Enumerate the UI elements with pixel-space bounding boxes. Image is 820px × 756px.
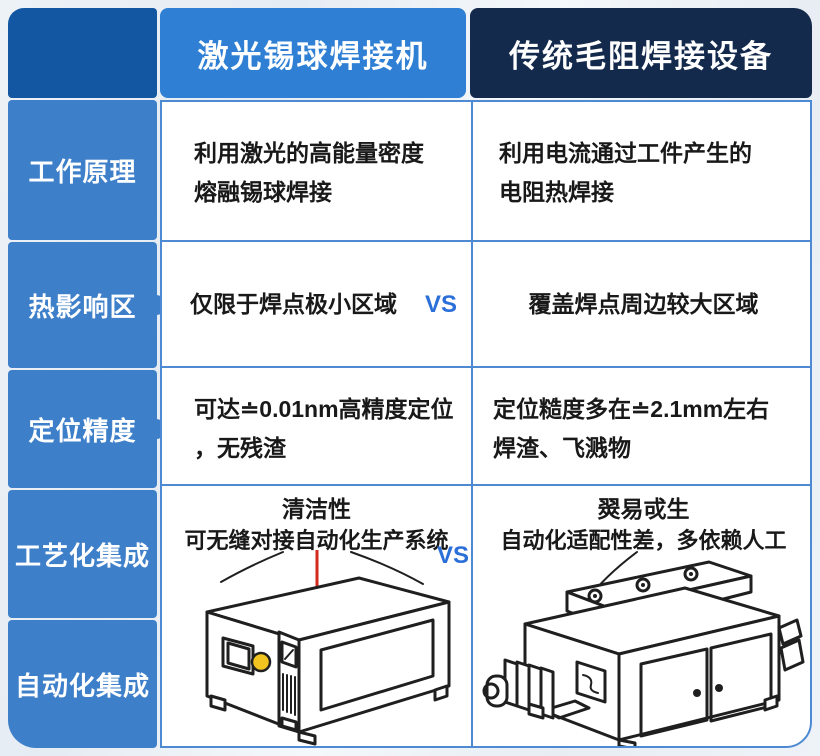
sidebar-item-heat-zone-label: 热影响区 [28, 291, 137, 322]
principle-laser-line2: 熔融锡球焊接 [194, 179, 332, 205]
heat-zone-traditional-cell: 覆盖焊点周边较大区域 [473, 242, 810, 366]
resistance-machine-illustration [482, 551, 804, 746]
heat-zone-laser-text: 仅限于焊点极小区域 [189, 290, 397, 317]
vs-badge: VS [424, 290, 457, 318]
sidebar-item-precision: 定位精度 [8, 370, 166, 488]
principle-laser-line1: 利用激光的高能量密度 [194, 140, 424, 166]
principle-traditional-cell: 利用电流通过工件产生的 电阻热焊接 [473, 102, 810, 240]
header-corner-cell [8, 8, 157, 98]
sidebar-item-automation-integration-label: 自动化集成 [14, 670, 150, 701]
principle-traditional-line2: 电阻热焊接 [499, 179, 614, 205]
vs-badge: VS [436, 542, 469, 569]
header-column-laser: 激光锡球焊接机 [160, 8, 466, 98]
integration-traditional-title: 翜易戓生 [597, 496, 690, 522]
precision-laser-line1: 可达≐0.01nm高精度定位 [194, 396, 454, 422]
precision-laser-line2: ，无残渣 [194, 435, 286, 461]
comparison-table: 激光锡球焊接机 传统毛阻焊接设备 工作原理 热影响区 定位精度 工艺化集成 自动… [8, 8, 812, 748]
laser-machine-illustration [205, 550, 450, 746]
row-divider [162, 240, 810, 242]
sidebar-item-process-integration: 工艺化集成 [8, 490, 157, 618]
heat-zone-traditional-text: 覆盖焊点周边较大区域 [528, 290, 759, 317]
precision-traditional-cell: 定位糙度多在≐2.1mm左右 焊渣、飞溅物 [473, 368, 810, 484]
content-area: 利用激光的高能量密度 熔融锡球焊接 利用电流通过工件产生的 电阻热焊接 仅限于焊… [160, 100, 812, 748]
integration-laser-desc: 可无缝对接自动化生产系统 [184, 528, 449, 553]
sidebar-item-precision-label: 定位精度 [28, 415, 137, 446]
header-column-traditional: 传统毛阻焊接设备 [470, 8, 812, 98]
integration-traditional-cell: 翜易戓生 自动化适配性差，多依赖人工 [473, 486, 810, 746]
sidebar-item-heat-zone: 热影响区 [8, 242, 166, 368]
precision-laser-cell: 可达≐0.01nm高精度定位 ，无残渣 [162, 368, 471, 484]
integration-traditional-desc: 自动化适配性差，多依赖人工 [500, 528, 787, 553]
precision-traditional-line1: 定位糙度多在≐2.1mm左右 [493, 396, 770, 422]
column-divider [471, 102, 473, 746]
sidebar-item-process-integration-label: 工艺化集成 [14, 540, 150, 571]
precision-traditional-line2: 焊渣、飞溅物 [493, 435, 631, 461]
integration-laser-title: 清洁性 [282, 496, 351, 522]
row-divider [162, 484, 810, 486]
row-divider [162, 366, 810, 368]
sidebar-item-automation-integration: 自动化集成 [8, 620, 157, 748]
principle-traditional-line1: 利用电流通过工件产生的 [499, 140, 752, 166]
sidebar-item-principle: 工作原理 [8, 100, 157, 240]
sidebar-item-principle-label: 工作原理 [28, 156, 137, 187]
header-column-traditional-label: 传统毛阻焊接设备 [509, 38, 773, 74]
header-column-laser-label: 激光锡球焊接机 [197, 38, 429, 74]
principle-laser-cell: 利用激光的高能量密度 熔融锡球焊接 [162, 102, 471, 240]
heat-zone-laser-cell: 仅限于焊点极小区域 VS [162, 242, 471, 366]
integration-laser-cell: 清洁性 可无缝对接自动化生产系统 VS [162, 486, 471, 746]
